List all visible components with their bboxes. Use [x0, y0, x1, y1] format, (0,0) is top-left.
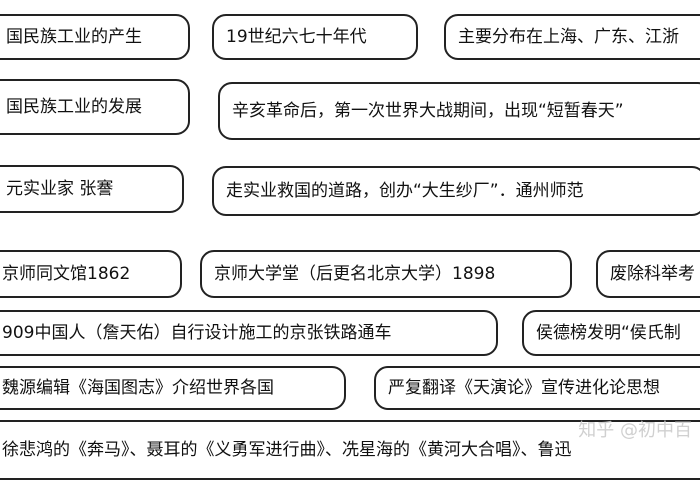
detail-box: 废除科举考: [596, 250, 700, 298]
detail-box: 严复翻译《天演论》宣传进化论思想: [374, 366, 700, 410]
detail-box: 19世纪六七十年代: [212, 14, 418, 60]
topic-box: 魏源编辑《海国图志》介绍世界各国: [0, 366, 346, 410]
topic-text: 909中国人（詹天佑）自行设计施工的京张铁路通车: [2, 322, 392, 343]
topic-text: 元实业家 张謇: [6, 178, 114, 199]
detail-box: 主要分布在上海、广东、江浙: [444, 14, 700, 60]
detail-box: 京师大学堂（后更名北京大学）1898: [200, 250, 572, 298]
detail-box: 走实业救国的道路，创办“大生纱厂”．通州师范: [212, 166, 700, 216]
detail-text: 主要分布在上海、广东、江浙: [458, 26, 679, 47]
topic-box: 京师同文馆1862: [0, 250, 182, 298]
topic-box: 国民族工业的发展: [0, 79, 190, 135]
topic-box: 徐悲鸿的《奔马》、聂耳的《义勇军进行曲》、冼星海的《黄河大合唱》、鲁迅: [0, 420, 700, 480]
detail-text: 京师大学堂（后更名北京大学）1898: [214, 263, 496, 284]
detail-text: 侯德榜发明“侯氏制: [536, 322, 681, 343]
detail-text: 走实业救国的道路，创办“大生纱厂”．通州师范: [226, 180, 584, 201]
topic-text: 国民族工业的产生: [6, 26, 142, 47]
detail-box: 辛亥革命后，第一次世界大战期间，出现“短暂春天”: [218, 82, 700, 140]
topic-box: 元实业家 张謇: [0, 165, 184, 213]
topic-box: 国民族工业的产生: [0, 14, 190, 60]
detail-text: 19世纪六七十年代: [226, 26, 367, 47]
topic-text: 京师同文馆1862: [2, 263, 131, 284]
topic-text: 魏源编辑《海国图志》介绍世界各国: [2, 377, 274, 398]
topic-text: 徐悲鸿的《奔马》、聂耳的《义勇军进行曲》、冼星海的《黄河大合唱》、鲁迅: [2, 439, 572, 460]
detail-text: 严复翻译《天演论》宣传进化论思想: [388, 377, 660, 398]
detail-text: 废除科举考: [610, 263, 695, 284]
topic-box: 909中国人（詹天佑）自行设计施工的京张铁路通车: [0, 310, 498, 356]
topic-text: 国民族工业的发展: [6, 96, 142, 117]
detail-text: 辛亥革命后，第一次世界大战期间，出现“短暂春天”: [232, 100, 624, 121]
detail-box: 侯德榜发明“侯氏制: [522, 310, 700, 356]
